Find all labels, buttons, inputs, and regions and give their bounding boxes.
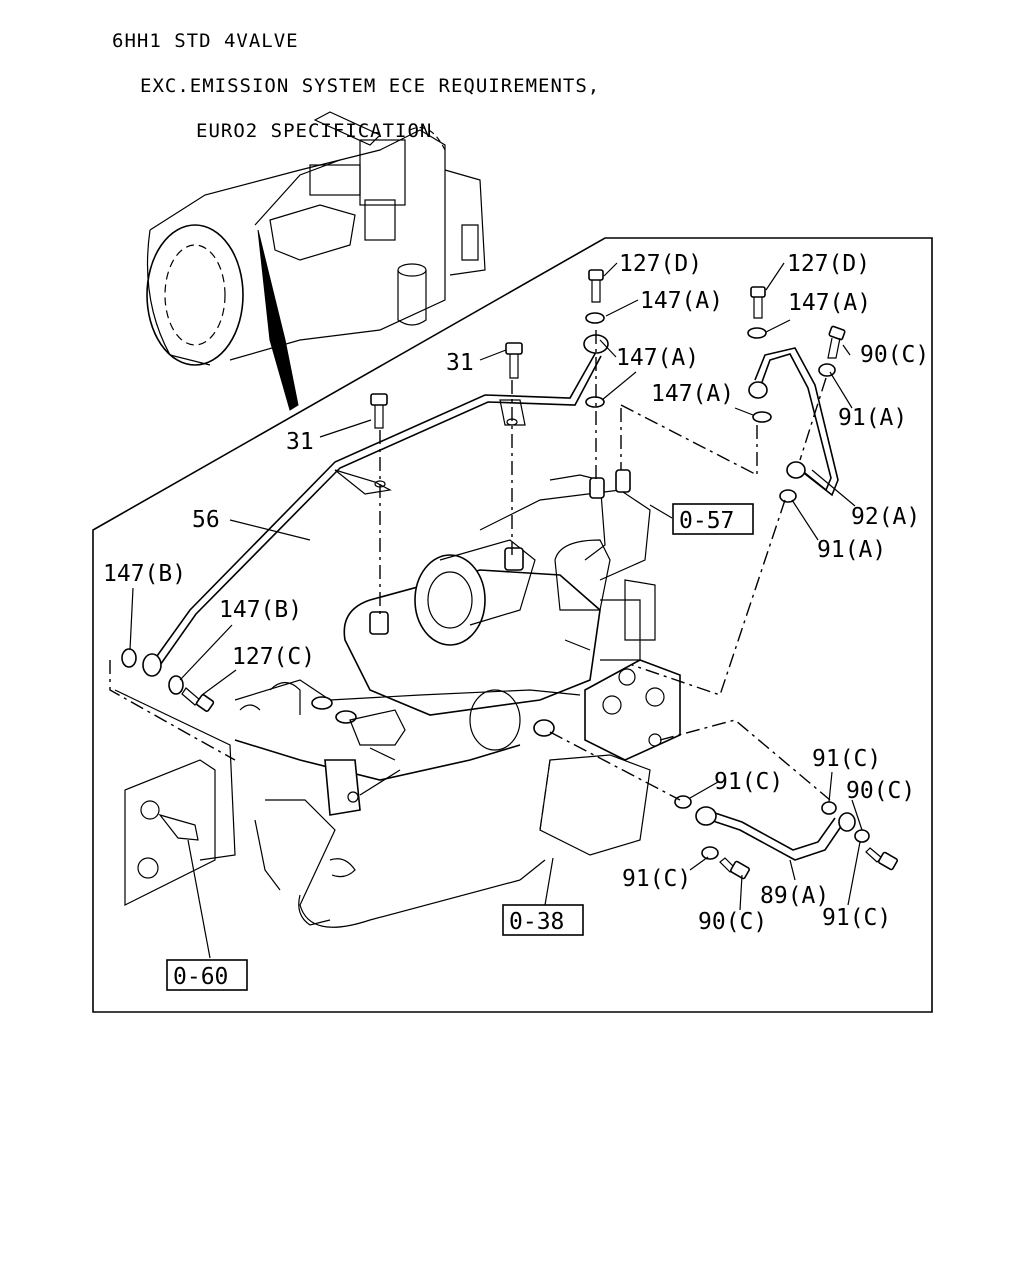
pipe-92a	[748, 347, 839, 497]
label-147b-right: 147(B)	[219, 597, 302, 623]
label-90c-bottom: 90(C)	[698, 909, 767, 935]
part-labels: 127(D) 127(D) 147(A) 147(A) 90(C) 147(A)…	[103, 251, 929, 935]
label-127c: 127(C)	[232, 644, 315, 670]
pipe-56	[142, 334, 609, 677]
label-91c-lower-left: 91(C)	[622, 866, 691, 892]
label-127d-right: 127(D)	[787, 251, 870, 277]
leader-lines	[129, 262, 863, 959]
label-147a-mid: 147(A)	[616, 345, 699, 371]
ref-box-038	[502, 904, 584, 936]
diagram-header: 6HH1 STD 4VALVE EXC.EMISSION SYSTEM ECE …	[112, 4, 600, 154]
ref-057: 0-57	[679, 508, 734, 534]
label-56: 56	[192, 507, 220, 533]
ref-038: 0-38	[509, 909, 564, 935]
label-147b-left: 147(B)	[103, 561, 186, 587]
label-91c-upper-right: 91(C)	[812, 746, 881, 772]
label-91c-filter: 91(C)	[714, 769, 783, 795]
assembly-lines	[109, 330, 831, 801]
label-147a-top-left: 147(A)	[640, 288, 723, 314]
ref-box-060	[166, 959, 248, 991]
label-90c-top: 90(C)	[860, 342, 929, 368]
label-147a-right: 147(A)	[651, 381, 734, 407]
label-92a: 92(A)	[851, 504, 920, 530]
label-127d-left: 127(D)	[619, 251, 702, 277]
label-31-lower: 31	[286, 429, 314, 455]
label-147a-top-right: 147(A)	[788, 290, 871, 316]
header-emission-line: EXC.EMISSION SYSTEM ECE REQUIREMENTS,	[140, 75, 601, 97]
detail-frame	[92, 237, 933, 1013]
label-91c-lower-right: 91(C)	[822, 905, 891, 931]
fasteners	[121, 269, 898, 880]
engine-overview-illustration	[146, 111, 486, 411]
header-spec-line: EURO2 SPECIFICATION	[196, 120, 433, 142]
label-89a: 89(A)	[760, 883, 829, 909]
pipe-89a	[695, 806, 856, 861]
header-engine-line: 6HH1 STD 4VALVE	[112, 30, 299, 52]
label-91a-lower: 91(A)	[817, 537, 886, 563]
label-91a-upper: 91(A)	[838, 405, 907, 431]
ref-060: 0-60	[173, 964, 228, 990]
label-31-upper: 31	[446, 350, 474, 376]
label-90c-right: 90(C)	[846, 778, 915, 804]
intake-assembly-illustration	[114, 469, 681, 928]
ref-box-057	[672, 503, 754, 535]
reference-boxes: 0-57 0-38 0-60	[166, 503, 754, 991]
